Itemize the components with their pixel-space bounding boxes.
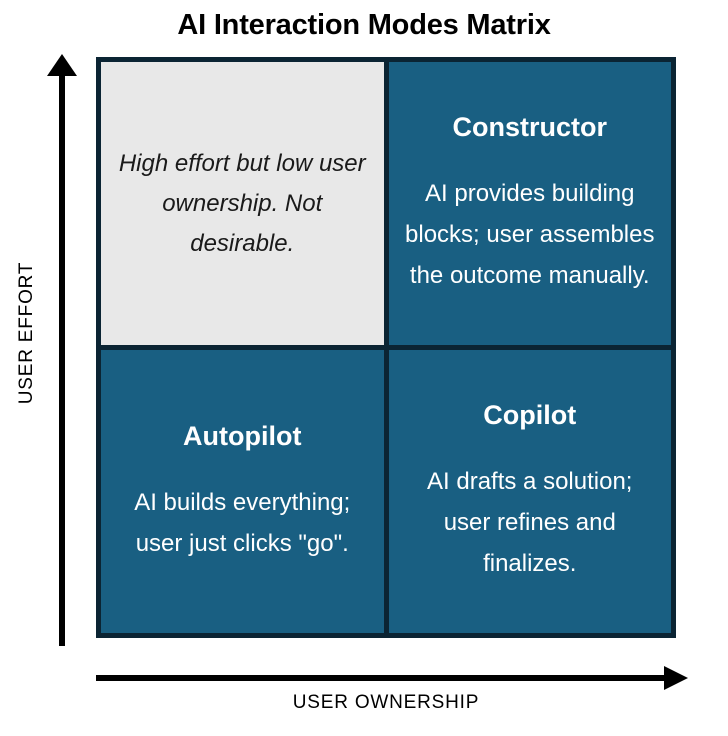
quadrant-matrix: High effort but low user ownership. Not …: [96, 57, 676, 638]
quadrant-top-right-title: Constructor: [452, 112, 608, 142]
quadrant-bottom-right-body: AI drafts a solution; user refines and f…: [427, 468, 633, 577]
quadrant-top-right-body: AI provides building blocks; user assemb…: [405, 180, 655, 289]
quadrant-bottom-right: Copilot AI drafts a solution; user refin…: [388, 350, 671, 633]
x-axis-line: [96, 675, 666, 681]
quadrant-top-right: Constructor AI provides building blocks;…: [388, 62, 671, 345]
y-axis-arrow-icon: [47, 54, 77, 76]
y-axis-label: USER EFFORT: [16, 261, 37, 405]
quadrant-bottom-left-title: Autopilot: [183, 420, 302, 451]
quadrant-bottom-right-title: Copilot: [483, 400, 577, 430]
quadrant-bottom-left-body: AI builds everything; user just clicks "…: [134, 488, 351, 557]
quadrant-bottom-left: Autopilot AI builds everything; user jus…: [101, 350, 384, 633]
page-title: AI Interaction Modes Matrix: [177, 9, 551, 41]
quadrant-top-left-body: High effort but low user ownership. Not …: [118, 149, 366, 257]
quadrant-top-left: High effort but low user ownership. Not …: [101, 62, 384, 345]
x-axis-label: USER OWNERSHIP: [292, 692, 480, 713]
y-axis-line: [59, 72, 65, 646]
x-axis-arrow-icon: [664, 666, 688, 690]
